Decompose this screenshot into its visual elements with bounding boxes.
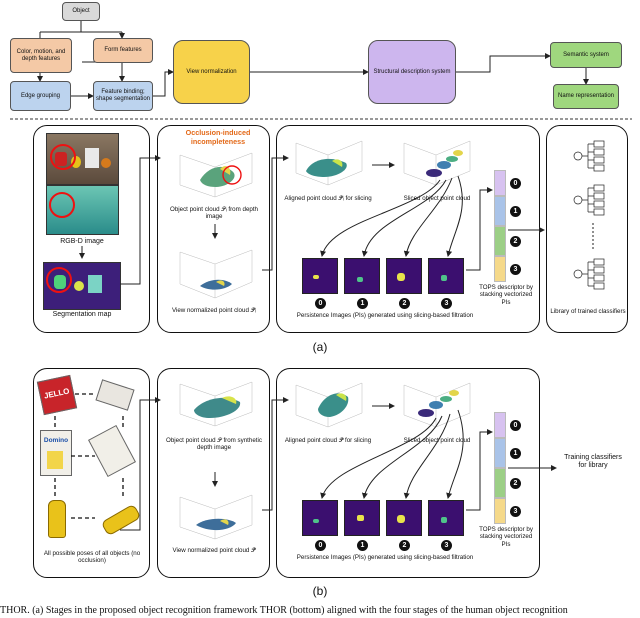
a-tops-num-0: 0 (510, 178, 521, 189)
a-pi-2 (386, 258, 422, 294)
name-representation-box: Name representation (553, 84, 619, 109)
a-tops-seg-2 (494, 226, 506, 256)
occlusion-label: Occlusion-induced incompleteness (185, 128, 251, 146)
a-tops-seg-1 (494, 196, 506, 226)
b-pi-3 (428, 500, 464, 536)
a-view-normalized-plot (179, 249, 253, 299)
b-pi-0 (302, 500, 338, 536)
training-label: Training classifiers for library (564, 454, 622, 470)
a-sliced-label: Sliced object point cloud (403, 195, 471, 202)
b-poses-label: All possible poses of all objects (no oc… (43, 550, 141, 565)
a-library-panel (546, 125, 628, 333)
b-object-pointcloud-label: Object point cloud 𝒫 from synthetic dept… (166, 437, 262, 452)
b-tops-seg-2 (494, 468, 506, 498)
structural-description-label: Structural description system (373, 68, 451, 75)
form-features-label: Form features (104, 47, 142, 54)
edge-grouping-label: Edge grouping (20, 92, 61, 99)
feature-binding-label: Feature binding; shape segmentation (95, 89, 151, 102)
b-pi-num-3: 3 (441, 540, 452, 551)
a-pi-num-2: 2 (399, 298, 410, 309)
figure-caption-text: THOR. (a) Stages in the proposed object … (0, 605, 568, 616)
object-box: Object (62, 2, 100, 21)
semantic-system-box: Semantic system (550, 42, 622, 68)
a-tops-label: TOPS descriptor by stacking vectorized P… (479, 284, 533, 306)
color-motion-box: Color, motion, and depth features (10, 38, 72, 73)
b-aligned-label: Aligned point cloud 𝒫̄ for slicing (284, 437, 372, 444)
color-motion-label: Color, motion, and depth features (16, 48, 66, 62)
name-representation-label: Name representation (557, 93, 615, 100)
depth-image (46, 185, 119, 235)
b-tops-num-1: 1 (510, 448, 521, 459)
b-pi-num-0: 0 (315, 540, 326, 551)
b-tops-num-0: 0 (510, 420, 521, 431)
domino-brand-text: Domino (43, 437, 69, 444)
a-tops-num-3: 3 (510, 264, 521, 275)
b-view-normalized-label: View normalized point cloud 𝒫̄ (172, 547, 256, 554)
a-pi-num-0: 0 (315, 298, 326, 309)
a-tops-seg-3 (494, 256, 506, 282)
classifier-trees (573, 140, 605, 290)
b-pi-2 (386, 500, 422, 536)
a-pi-1 (344, 258, 380, 294)
b-tops-seg-0 (494, 412, 506, 438)
a-tops-num-1: 1 (510, 206, 521, 217)
form-features-box: Form features (93, 38, 153, 63)
b-tops-num-3: 3 (510, 506, 521, 517)
poses-dashed-links (54, 393, 124, 519)
b-tops-label: TOPS descriptor by stacking vectorized P… (479, 526, 533, 548)
feature-binding-box: Feature binding; shape segmentation (93, 81, 153, 111)
b-caption: (b) (312, 584, 328, 598)
b-sliced-label: Sliced object point cloud (403, 437, 471, 444)
library-label: Library of trained classifiers (550, 308, 626, 315)
a-sliced-pointcloud-plot (403, 140, 471, 186)
b-pi-num-2: 2 (399, 540, 410, 551)
a-pi-0 (302, 258, 338, 294)
b-view-normalized-plot (179, 494, 253, 540)
a-connectors (79, 155, 545, 285)
a-caption: (a) (312, 340, 328, 354)
b-tops-seg-3 (494, 498, 506, 524)
semantic-system-label: Semantic system (563, 51, 609, 58)
a-pi-3 (428, 258, 464, 294)
a-tops-num-2: 2 (510, 236, 521, 247)
mustard-pose-1 (48, 500, 66, 538)
b-tops-seg-1 (494, 438, 506, 468)
rgb-scene-image (46, 133, 119, 185)
domino-box-pose-1: Domino (40, 430, 72, 476)
a-pi-num-3: 3 (441, 298, 452, 309)
segmap-label: Segmentation map (52, 311, 112, 318)
b-pi-1 (344, 500, 380, 536)
a-object-pointcloud-label: Object point cloud 𝒫ᵢ from depth image (170, 206, 258, 221)
a-pi-num-1: 1 (357, 298, 368, 309)
b-pi-num-1: 1 (357, 540, 368, 551)
a-pis-label: Persistence Images (PIs) generated using… (296, 312, 474, 319)
segmentation-map (43, 262, 121, 310)
a-object-pointcloud-plot (179, 152, 253, 198)
b-sliced-pointcloud-plot (403, 382, 471, 428)
a-aligned-pointcloud-plot (295, 140, 363, 186)
view-normalization-label: View normalization (186, 68, 237, 75)
structural-description-box: Structural description system (368, 40, 456, 104)
b-aligned-pointcloud-plot (295, 382, 363, 428)
a-tops-seg-0 (494, 170, 506, 196)
edge-grouping-box: Edge grouping (10, 81, 71, 111)
b-pis-label: Persistence Images (PIs) generated using… (296, 554, 474, 561)
b-object-pointcloud-plot (179, 381, 253, 427)
object-label: Object (72, 8, 90, 15)
a-pointcloud-panel (157, 125, 270, 333)
view-normalization-box: View normalization (173, 40, 250, 104)
b-connectors (120, 397, 557, 531)
a-view-normalized-label: View normalized point cloud 𝒫̄ᵢ (171, 307, 257, 314)
b-tops-num-2: 2 (510, 478, 521, 489)
rgbd-label: RGB-D image (60, 238, 104, 245)
a-aligned-label: Aligned point cloud 𝒫̄ᵢ for slicing (284, 195, 372, 202)
